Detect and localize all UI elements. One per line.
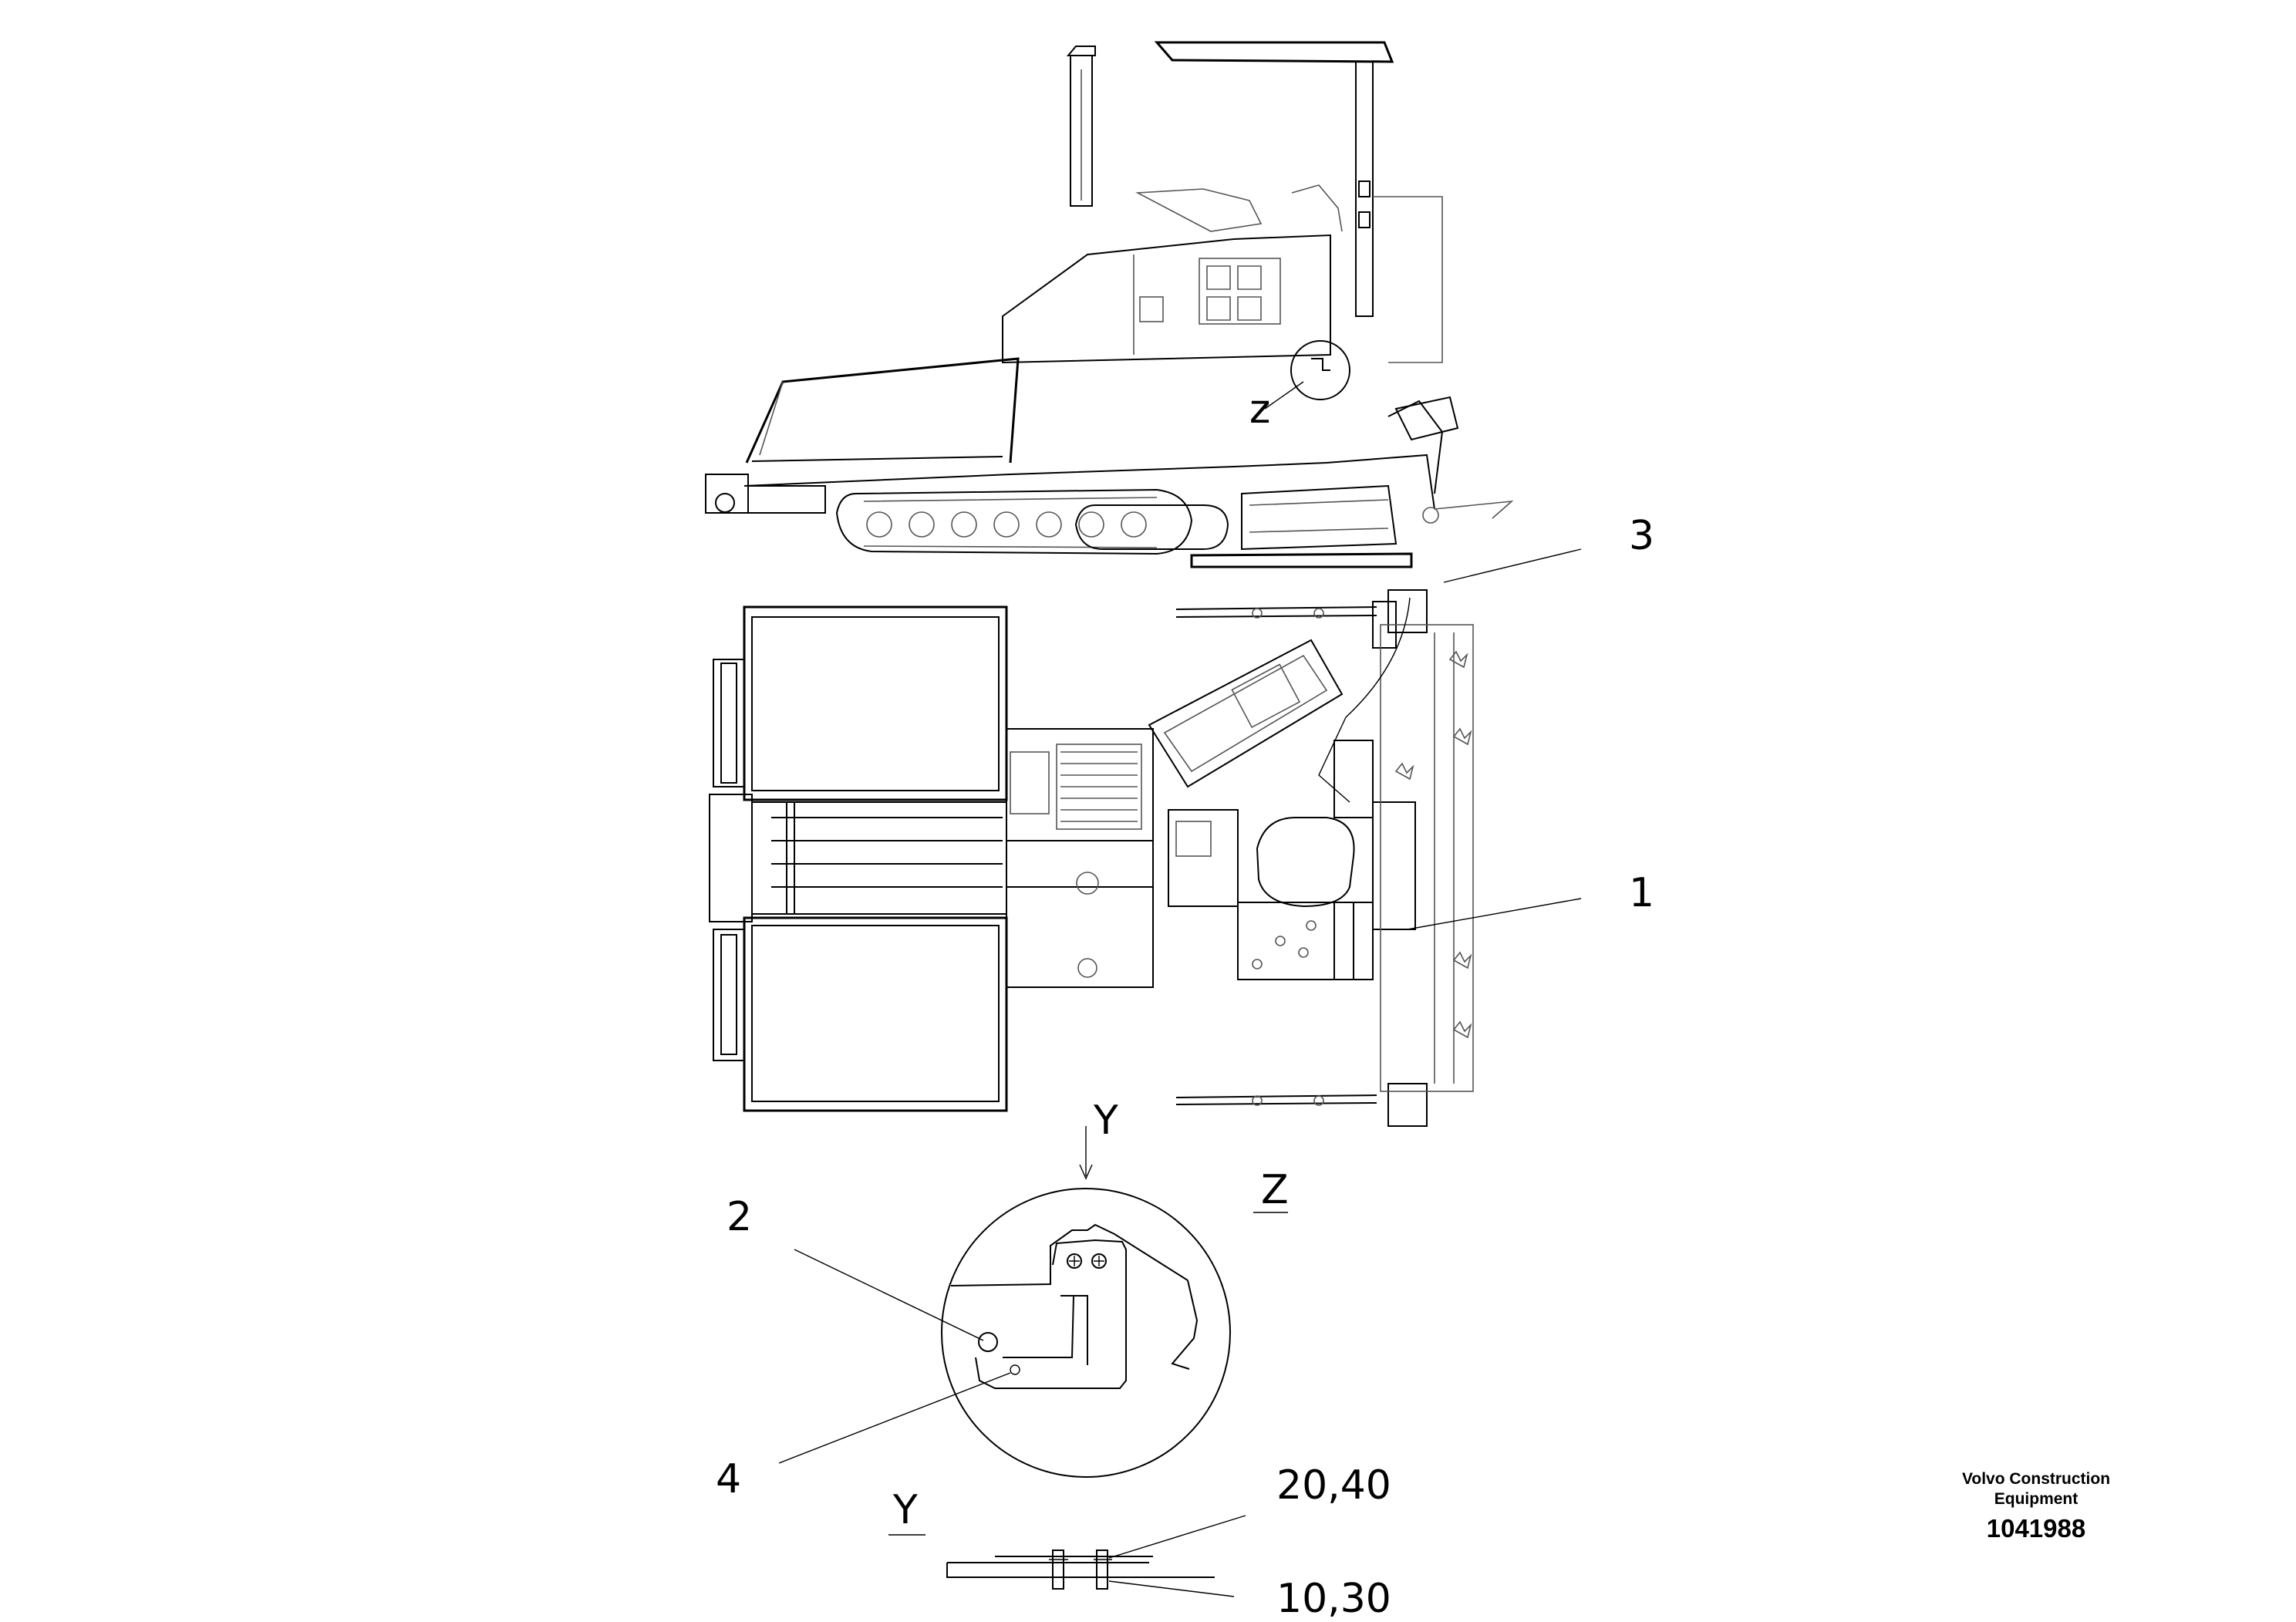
detail-z-label-small: z	[1249, 386, 1270, 433]
callout-1: 1	[1629, 870, 1654, 916]
callout-4: 4	[716, 1456, 741, 1502]
callout-3: 3	[1629, 513, 1654, 559]
side-view: z	[705, 41, 1514, 568]
view-y-title: Y	[892, 1487, 918, 1533]
detail-z: Z	[941, 1167, 1289, 1478]
detail-z-title: Z	[1261, 1167, 1289, 1213]
view-y: Y 20,40 10,30	[888, 1462, 1391, 1622]
top-view	[709, 589, 1474, 1127]
view-y-arrow: Y	[1079, 1098, 1118, 1180]
view-y-arrow-label: Y	[1093, 1098, 1118, 1144]
callout-2: 2	[727, 1194, 752, 1240]
torque-value-top: 20,40	[1276, 1462, 1391, 1509]
torque-value-bottom: 10,30	[1276, 1576, 1391, 1622]
drawing-number: 1041988	[1986, 1514, 2086, 1543]
company-credit: Volvo Construction Equipment	[1961, 1470, 2111, 1508]
